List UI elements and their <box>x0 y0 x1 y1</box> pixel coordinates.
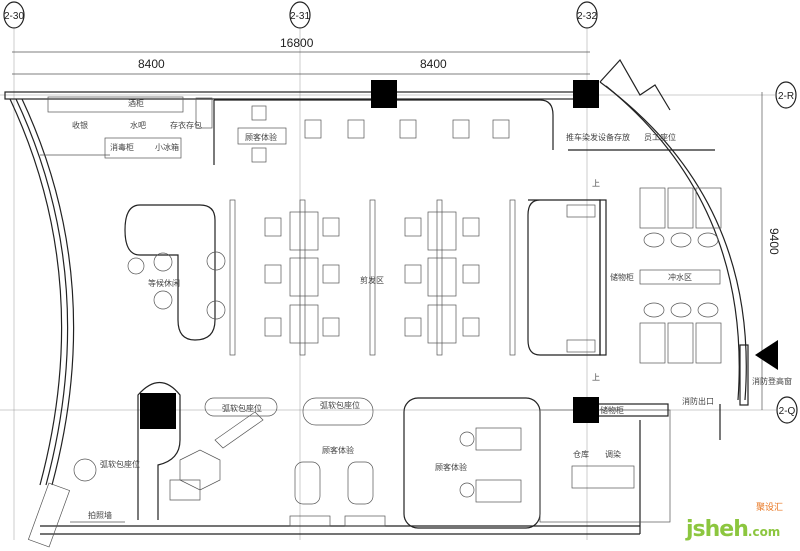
label-staff-seating: 员工座位 <box>644 132 676 142</box>
label-fire-exit: 消防出口 <box>682 396 714 406</box>
label-storage-cabinet: 储物柜 <box>610 272 634 282</box>
column <box>371 80 397 108</box>
site-logo: jsheh.com <box>686 517 780 545</box>
axis-bubble <box>776 396 798 424</box>
label-fire-window: 消防登高窗 <box>752 376 792 386</box>
label-water-bar: 水吧 <box>130 120 146 130</box>
label-wine-cabinet: 酒柜 <box>128 98 144 108</box>
dimension-vertical: 9400 <box>767 228 781 255</box>
dimension-right: 8400 <box>420 57 447 71</box>
bench-seats <box>70 397 386 527</box>
dimension-left: 8400 <box>138 57 165 71</box>
label-mini-fridge: 小冰箱 <box>155 142 179 152</box>
label-cashier: 收银 <box>72 120 88 130</box>
dimension-total: 16800 <box>280 36 314 50</box>
label-rinse-area: 冲水区 <box>668 272 692 282</box>
label-up-arrow: 上 <box>592 179 600 188</box>
axis-label: 2-32 <box>577 11 597 22</box>
axis-label: 2-30 <box>4 11 24 22</box>
label-customer-experience-3: 顾客体验 <box>322 445 354 455</box>
walls <box>4 58 749 548</box>
label-customer-experience: 顾客体验 <box>245 132 277 142</box>
label-cart-storage: 推车染发设备存放 <box>566 132 630 142</box>
label-color-mixing: 调染 <box>605 449 621 459</box>
logo-main: jsheh <box>686 517 749 542</box>
wash-area <box>459 187 722 503</box>
label-bench-seat-3: 弧软包座位 <box>100 459 140 469</box>
label-customer-experience-2: 顾客体验 <box>435 462 467 472</box>
logo-chinese: 聚设汇 <box>756 503 784 513</box>
room-labels: 酒柜 收银 水吧 存衣存包 消毒柜 小冰箱 顾客体验 推车染发设备存放 员工座位… <box>72 98 792 520</box>
column <box>573 80 599 108</box>
column <box>140 393 176 429</box>
label-bench-seat-2: 弧软包座位 <box>320 400 360 410</box>
axis-label: 2-R <box>778 91 794 102</box>
structural-columns <box>137 80 599 520</box>
label-sterilizer: 消毒柜 <box>110 142 134 152</box>
label-storage-cabinet-2: 储物柜 <box>600 405 624 415</box>
label-photo-wall: 拍照墙 <box>88 510 112 520</box>
axis-label: 2-Q <box>779 406 796 417</box>
waiting-sofa <box>124 204 226 341</box>
label-coat-storage: 存衣存包 <box>170 120 202 130</box>
column <box>573 397 599 423</box>
axis-label: 2-31 <box>290 11 310 22</box>
logo-suffix: .com <box>747 525 781 539</box>
dimension-lines: 16800 8400 8400 9400 <box>12 36 781 410</box>
label-warehouse: 仓库 <box>573 449 589 459</box>
label-waiting-lounge: 等候休闲 <box>148 278 180 288</box>
styling-stations <box>229 105 516 356</box>
label-haircut-area: 剪发区 <box>360 275 384 285</box>
bar-counter <box>40 96 184 159</box>
fire-window-marker <box>755 340 778 370</box>
label-up-arrow-2: 上 <box>592 373 600 382</box>
label-bench-seat: 弧软包座位 <box>222 403 262 413</box>
